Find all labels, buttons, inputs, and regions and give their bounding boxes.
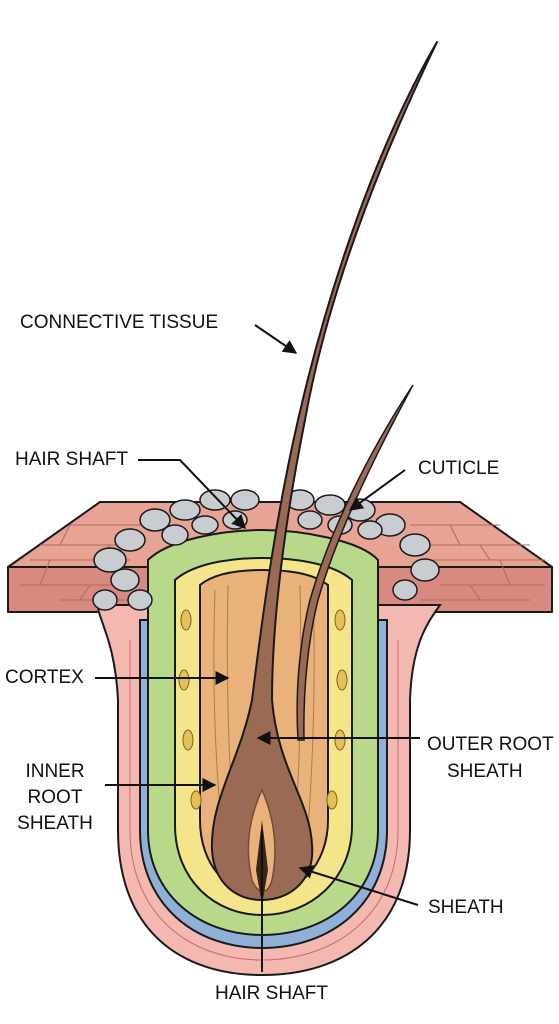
label-inner-root-sheath-line2: ROOT [27, 787, 83, 808]
cuticle-line [348, 469, 406, 511]
label-sheath: SHEATH [428, 897, 504, 918]
label-connective-tissue: CONNECTIVE TISSUE [20, 312, 219, 333]
label-inner-root-sheath-line1: INNER [25, 761, 85, 782]
cuticle-strand [296, 384, 414, 741]
label-hair-shaft-top: HAIR SHAFT [15, 449, 128, 470]
hair-shaft-top-line [138, 459, 246, 530]
connective-tissue-line [254, 324, 298, 354]
yellow-layer-cells [178, 609, 348, 810]
label-hair-shaft-bottom: HAIR SHAFT [215, 983, 328, 1004]
label-outer-root-sheath-line1: OUTER ROOT [427, 734, 554, 755]
label-cuticle: CUTICLE [418, 458, 500, 479]
label-inner-root-sheath-line3: SHEATH [17, 813, 93, 834]
sheath-line [298, 865, 419, 906]
leader-lines [95, 324, 420, 972]
label-cortex: CORTEX [5, 667, 84, 688]
label-outer-root-sheath-line2: SHEATH [447, 761, 523, 782]
